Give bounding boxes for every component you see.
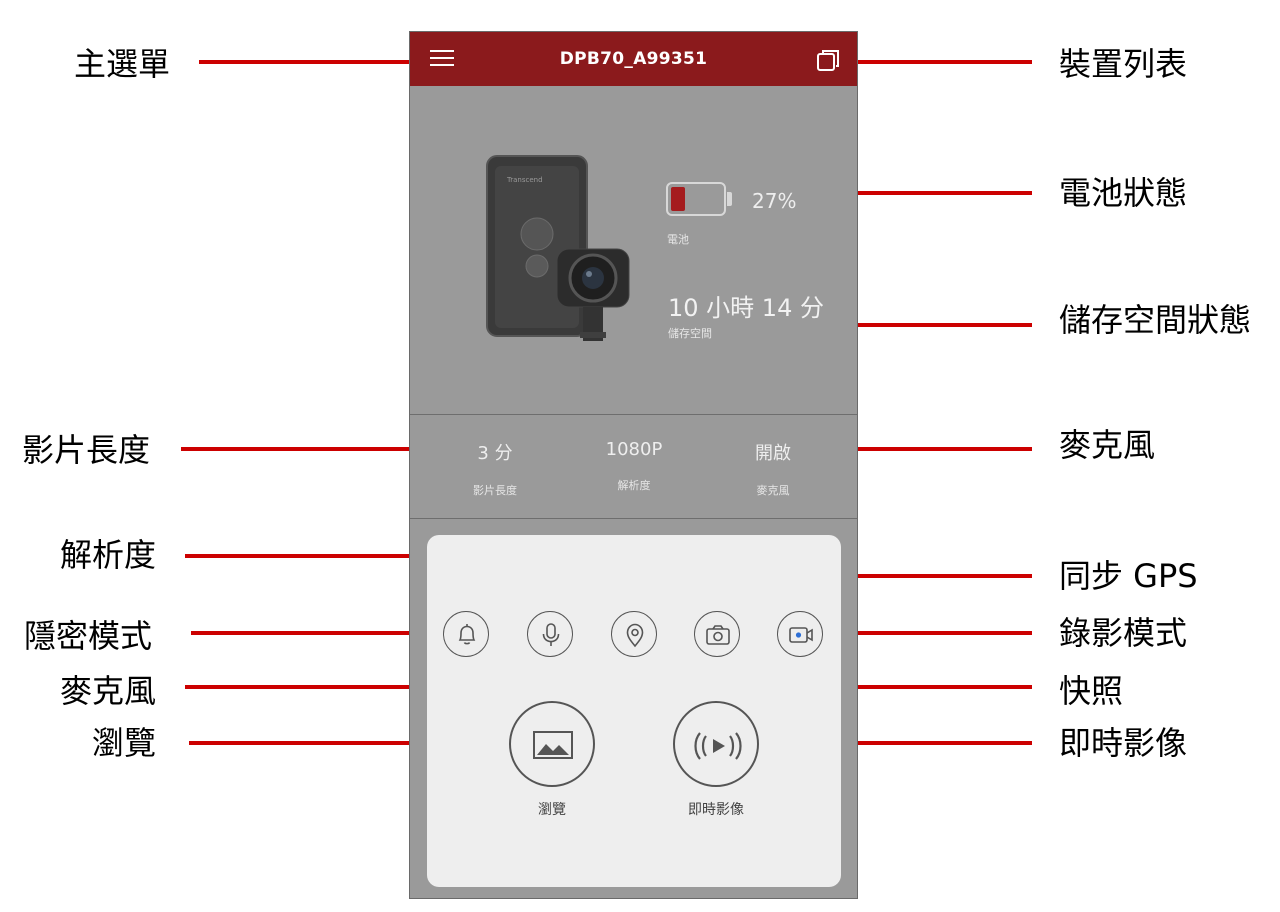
- annotation-device-list: 裝置列表: [1059, 45, 1188, 83]
- setting-resolution[interactable]: 1080P 解析度: [564, 439, 704, 493]
- storage-label: 儲存空間: [668, 327, 712, 340]
- setting-video-length[interactable]: 3 分 影片長度: [425, 439, 565, 498]
- bell-icon: [458, 624, 476, 645]
- video-record-icon: [789, 627, 813, 643]
- divider: [410, 518, 857, 519]
- annotation-video-length: 影片長度: [22, 431, 151, 469]
- annotation-privacy-mode: 隱密模式: [24, 617, 153, 655]
- svg-text:Transcend: Transcend: [506, 176, 543, 184]
- annotation-gps-sync: 同步 GPS: [1059, 557, 1198, 595]
- annotation-microphone-setting: 麥克風: [1059, 426, 1156, 464]
- recording-mode-button[interactable]: [777, 611, 823, 657]
- control-panel: 瀏覽 即時影像: [427, 535, 841, 887]
- main-menu-button[interactable]: [430, 50, 454, 68]
- live-view-button[interactable]: [673, 701, 759, 787]
- annotation-snapshot: 快照: [1059, 672, 1124, 710]
- header-bar: DPB70_A99351: [410, 32, 857, 86]
- battery-percent: 27%: [752, 189, 797, 213]
- gps-sync-button[interactable]: [611, 611, 657, 657]
- annotation-main-menu: 主選單: [74, 45, 171, 83]
- annotation-resolution: 解析度: [60, 536, 157, 574]
- divider: [410, 414, 857, 415]
- annotation-microphone: 麥克風: [60, 672, 157, 710]
- app-screen: DPB70_A99351 Transcend 27% 電池 10 小時 14 分…: [409, 31, 858, 899]
- location-pin-icon: [626, 623, 644, 648]
- resolution-value: 1080P: [605, 439, 663, 460]
- annotation-live-view: 即時影像: [1059, 724, 1188, 762]
- battery-label: 電池: [667, 233, 689, 246]
- annotation-battery-status: 電池狀態: [1059, 174, 1188, 212]
- browse-button[interactable]: [509, 701, 595, 787]
- privacy-mode-button[interactable]: [443, 611, 489, 657]
- battery-icon: [666, 182, 726, 216]
- microphone-value: 開啟: [755, 443, 791, 464]
- storage-value: 10 小時 14 分: [668, 294, 824, 322]
- microphone-icon: [542, 623, 560, 646]
- annotation-browse: 瀏覽: [92, 724, 157, 762]
- video-length-label: 影片長度: [473, 484, 517, 497]
- menu-icon: [430, 50, 454, 52]
- live-stream-icon: [694, 732, 742, 760]
- microphone-button[interactable]: [527, 611, 573, 657]
- browse-label: 瀏覽: [538, 802, 566, 818]
- annotation-recording-mode: 錄影模式: [1059, 614, 1188, 652]
- image-gallery-icon: [533, 731, 573, 759]
- snapshot-button[interactable]: [694, 611, 740, 657]
- resolution-label: 解析度: [617, 479, 651, 492]
- camera-icon: [706, 625, 730, 645]
- live-view-label: 即時影像: [688, 802, 744, 818]
- annotation-storage-status: 儲存空間狀態: [1059, 301, 1252, 339]
- device-list-button[interactable]: [815, 48, 841, 72]
- microphone-label: 麥克風: [756, 484, 790, 497]
- device-image: Transcend: [486, 155, 630, 341]
- video-length-value: 3 分: [477, 443, 513, 464]
- battery-level: [671, 187, 685, 211]
- copy-icon: [817, 50, 839, 71]
- device-title: DPB70_A99351: [559, 49, 708, 69]
- setting-microphone[interactable]: 開啟 麥克風: [703, 439, 843, 498]
